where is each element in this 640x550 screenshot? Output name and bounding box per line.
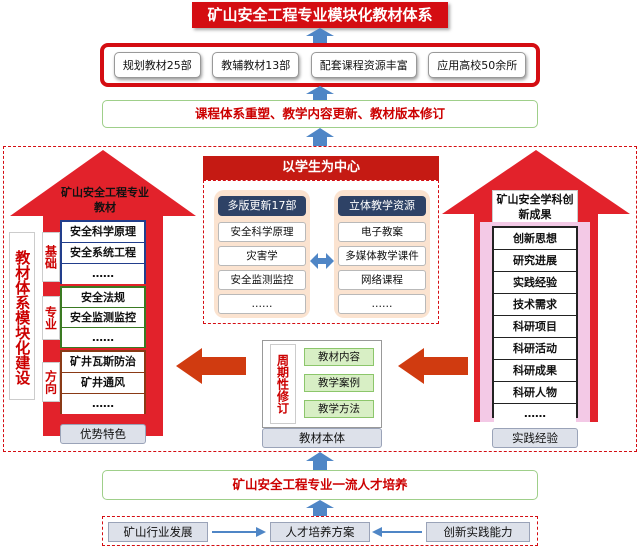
list-item: 安全监测监控: [62, 308, 144, 328]
list-item: 教材内容: [304, 348, 374, 366]
foundation-item: 创新实践能力: [426, 522, 530, 542]
list-item: 多媒体教学课件: [338, 246, 426, 266]
section-basic: 安全科学原理 安全系统工程 ……: [60, 220, 146, 284]
modular-label-box: [9, 232, 35, 400]
up-arrow-4: [306, 452, 334, 470]
up-arrow-3: [306, 128, 334, 146]
list-item: 技术需求: [494, 294, 576, 316]
up-arrow-5: [306, 500, 334, 516]
section-direction: 矿井瓦斯防治 矿井通风 ……: [60, 350, 146, 414]
tag-direction: 方向: [42, 362, 60, 402]
list-item: ……: [62, 264, 144, 284]
list-item: 创新思想: [494, 228, 576, 250]
list-item: 实践经验: [494, 272, 576, 294]
textbook-label: 教材本体: [262, 428, 382, 448]
achievements-bar: 规划教材25部 教辅教材13部 配套课程资源丰富 应用高校50余所: [100, 43, 540, 87]
advantage-label: 优势特色: [60, 424, 146, 444]
list-item: 安全法规: [62, 288, 144, 308]
right-panel-title: 矿山安全学科创新成果: [492, 190, 578, 226]
up-arrow-2: [306, 86, 334, 102]
list-item: 安全系统工程: [62, 243, 144, 264]
foundation-row: [102, 516, 538, 546]
achievement-item: 应用高校50余所: [428, 52, 527, 78]
innovation-list: 创新思想 研究进展 实践经验 技术需求 科研项目 科研活动 科研成果 科研人物 …: [492, 226, 578, 424]
list-item: 电子教案: [338, 222, 426, 242]
list-item: 科研人物: [494, 382, 576, 404]
list-item: 科研成果: [494, 360, 576, 382]
talent-box: 矿山安全工程专业一流人才培养: [102, 470, 538, 500]
editions-title: 多版更新17部: [218, 196, 306, 216]
student-centered-header: 以学生为中心: [203, 156, 439, 180]
left-arrow-icon: [372, 527, 422, 537]
achievement-item: 教辅教材13部: [212, 52, 300, 78]
list-item: 矿井瓦斯防治: [62, 352, 144, 373]
list-item: ……: [218, 294, 306, 314]
list-item: 安全科学原理: [218, 222, 306, 242]
tag-basic: 基础: [42, 232, 60, 282]
list-item: ……: [338, 294, 426, 314]
list-item: 教学方法: [304, 400, 374, 418]
foundation-item: 人才培养方案: [270, 522, 370, 542]
list-item: ……: [494, 404, 576, 424]
list-item: 科研项目: [494, 316, 576, 338]
modular-construction-label: 教材体系模块化建设: [13, 249, 32, 385]
achievement-item: 规划教材25部: [113, 52, 201, 78]
left-panel-title: 矿山安全工程专业教材: [61, 186, 149, 214]
main-region: [3, 146, 637, 452]
list-item: 研究进展: [494, 250, 576, 272]
list-item: 矿井通风: [62, 373, 144, 394]
right-arrow-icon: [212, 527, 266, 537]
tag-major: 专业: [42, 296, 60, 340]
diagram-title: 矿山安全工程专业模块化教材体系: [192, 2, 448, 28]
list-item: 安全监测监控: [218, 270, 306, 290]
left-pointing-arrow: [398, 348, 468, 384]
list-item: ……: [62, 328, 144, 347]
list-item: 网络课程: [338, 270, 426, 290]
achievement-item: 配套课程资源丰富: [310, 52, 417, 78]
practice-label: 实践经验: [492, 428, 578, 448]
list-item: 科研活动: [494, 338, 576, 360]
list-item: 教学案例: [304, 374, 374, 392]
periodic-revision-label: 周期性修订: [270, 344, 296, 424]
foundation-item: 矿山行业发展: [108, 522, 208, 542]
center-box: [203, 180, 439, 324]
list-item: 灾害学: [218, 246, 306, 266]
list-item: ……: [62, 394, 144, 414]
resources-title: 立体教学资源: [338, 196, 426, 216]
section-major: 安全法规 安全监测监控 ……: [60, 286, 146, 348]
left-pointing-arrow: [176, 348, 246, 384]
list-item: 安全科学原理: [62, 222, 144, 243]
double-arrow-icon: [310, 253, 334, 269]
reform-box: 课程体系重塑、教学内容更新、教材版本修订: [102, 100, 538, 128]
up-arrow-1: [306, 28, 334, 44]
